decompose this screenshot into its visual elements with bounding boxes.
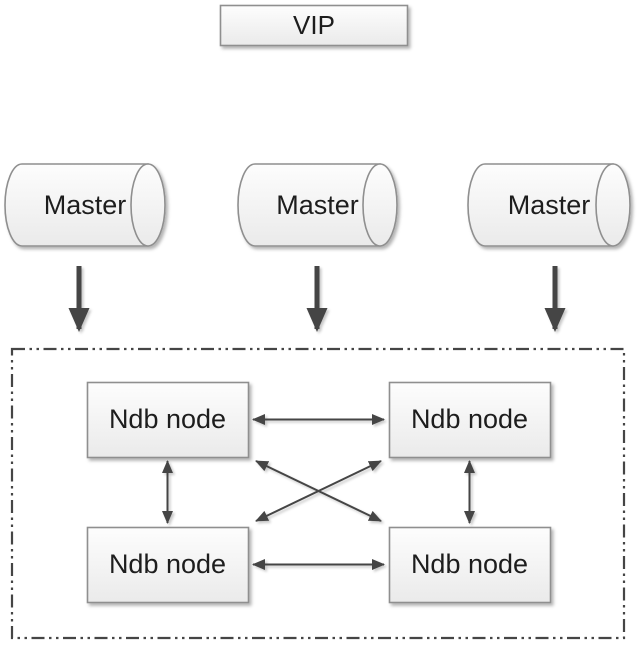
ndb-mesh-arrows — [162, 414, 475, 570]
vip-box — [219, 4, 409, 47]
master-cylinder-3 — [467, 163, 631, 247]
cylinder-body — [4, 163, 149, 247]
ndb-node-box-1 — [86, 381, 250, 459]
cylinder-cap — [595, 163, 631, 247]
cylinder-body — [467, 163, 614, 247]
ndb2-ndb3-arrow — [255, 460, 382, 522]
master-cylinder-1 — [4, 163, 166, 247]
ndb-node-box-4 — [388, 526, 552, 604]
ndb-cluster-boundary — [10, 347, 626, 640]
cylinder-cap — [362, 163, 398, 247]
ndb-node-box-2 — [388, 381, 552, 459]
cylinder-body — [237, 163, 381, 247]
master-cylinder-2 — [237, 163, 398, 247]
master-to-cluster-arrows — [68, 266, 566, 332]
ndb-node-box-3 — [86, 526, 250, 604]
cylinder-cap — [130, 163, 166, 247]
